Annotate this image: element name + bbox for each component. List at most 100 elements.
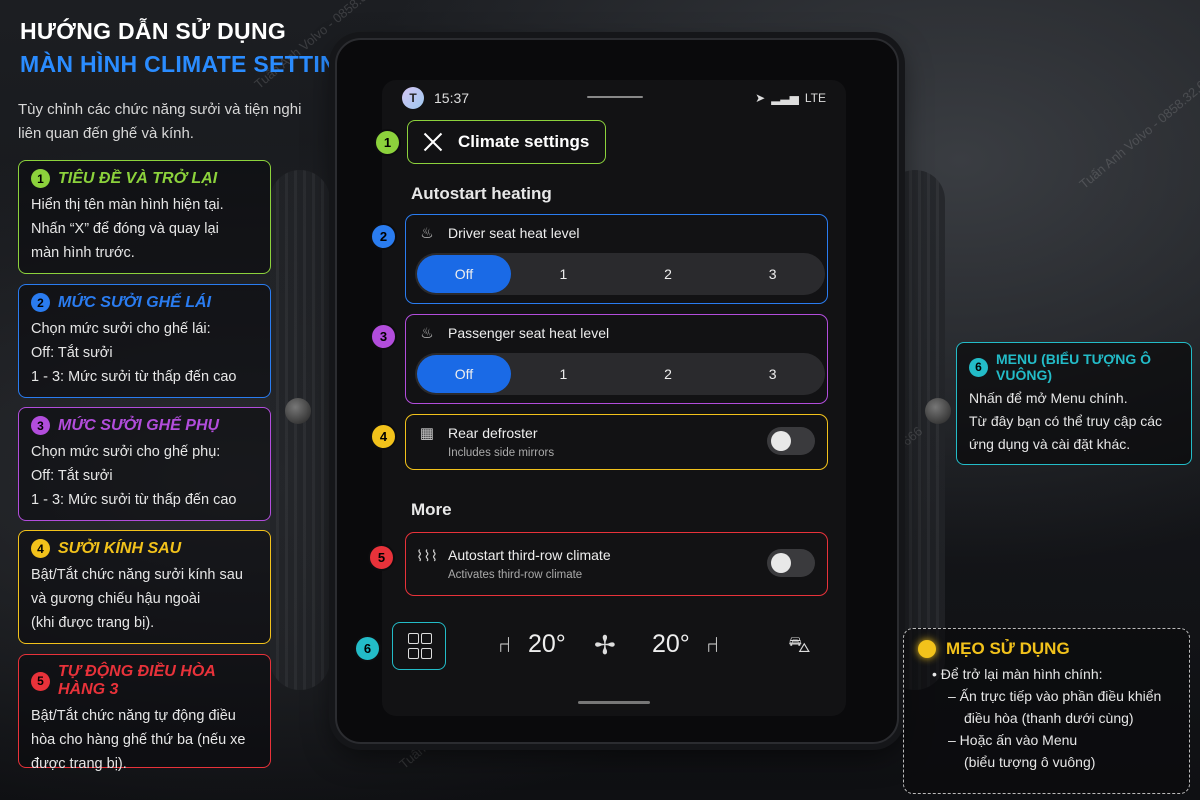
intro-line: liên quan đến ghế và kính.: [18, 125, 194, 142]
card-heading-text: SƯỞI KÍNH SAU: [58, 539, 182, 557]
card-line: (khi được trang bị).: [31, 615, 155, 631]
home-indicator[interactable]: [578, 701, 650, 704]
page-title: Climate settings: [458, 132, 590, 151]
option-3[interactable]: 3: [768, 366, 777, 382]
setting-sublabel: Includes side mirrors: [448, 447, 555, 459]
setting-sublabel: Activates third-row climate: [448, 569, 583, 581]
section-autostart-heating: Autostart heating: [411, 184, 552, 203]
right-vent-knob: [925, 398, 951, 424]
number-badge: 3: [31, 416, 50, 435]
card-heading-text: MỨC SƯỞI GHẾ PHỤ: [58, 416, 220, 434]
seat-heat-icon: ♨: [420, 225, 434, 242]
setting-label: Driver seat heat level: [448, 225, 580, 241]
card-line: 1 - 3: Mức sưởi từ thấp đến cao: [31, 492, 237, 508]
number-badge: 5: [31, 671, 50, 691]
status-icons: ➤ ▂▃▅ LTE: [755, 91, 826, 105]
card-line: hòa cho hàng ghế thứ ba (nếu xe: [31, 732, 246, 748]
option-off[interactable]: Off: [417, 255, 511, 293]
number-badge: 1: [31, 169, 50, 188]
passenger-seat-icon[interactable]: ⑁: [706, 632, 720, 657]
lightbulb-icon: [918, 640, 936, 658]
option-off[interactable]: Off: [417, 355, 511, 393]
callout-badge-2: 2: [370, 223, 397, 250]
card-line: Nhấn để mở Menu chính.: [969, 390, 1128, 406]
setting-label: Autostart third-row climate: [448, 547, 611, 563]
screen-header: Climate settings: [407, 120, 606, 164]
climate-bar: ⑁ 20° ✢ 20° ⑁ ⛍: [382, 622, 846, 672]
drag-handle[interactable]: [587, 96, 643, 98]
driver-temperature[interactable]: 20°: [528, 630, 566, 658]
section-more: More: [411, 500, 452, 519]
status-bar: T 15:37 ➤ ▂▃▅ LTE: [402, 87, 826, 109]
callout-badge-1: 1: [374, 129, 401, 156]
card-line: Hiển thị tên màn hình hiện tại.: [31, 197, 224, 213]
card-heading: 4 SƯỞI KÍNH SAU: [31, 539, 258, 558]
tip-line: – Ấn trực tiếp vào phần điều khiển: [948, 688, 1162, 704]
option-2[interactable]: 2: [664, 266, 672, 282]
card-title-back: 1 TIÊU ĐỀ VÀ TRỞ LẠI Hiển thị tên màn hìn…: [18, 160, 271, 274]
third-row-climate-icon: ⌇⌇⌇: [416, 548, 438, 565]
card-heading: 1 TIÊU ĐỀ VÀ TRỞ LẠI: [31, 169, 258, 188]
driver-seat-icon[interactable]: ⑁: [498, 632, 512, 657]
car-icon[interactable]: ⛍: [788, 632, 811, 657]
card-line: Chọn mức sưởi cho ghế lái:: [31, 321, 211, 337]
option-3[interactable]: 3: [768, 266, 777, 282]
option-1[interactable]: 1: [559, 266, 568, 282]
card-heading-text: TIÊU ĐỀ VÀ TRỞ LẠI: [58, 169, 218, 187]
seat-heat-icon: ♨: [420, 325, 434, 342]
card-line: Nhấn “X” để đóng và quay lại: [31, 221, 219, 237]
close-icon[interactable]: [422, 131, 444, 153]
card-line: màn hình trước.: [31, 245, 135, 261]
driver-seat-heat-setting: ♨ Driver seat heat level Off 1 2 3: [405, 214, 828, 304]
callout-badge-6: 6: [354, 635, 381, 662]
avatar[interactable]: T: [402, 87, 424, 109]
fan-icon[interactable]: ✢: [594, 630, 616, 660]
callout-badge-4: 4: [370, 423, 397, 450]
tip-title: MẸO SỬ DỤNG: [946, 639, 1070, 658]
callout-badge-5: 5: [368, 544, 395, 571]
callout-badge-3: 3: [370, 323, 397, 350]
card-rear-defroster: 4 SƯỞI KÍNH SAU Bật/Tắt chức năng sưởi kí…: [18, 530, 271, 644]
card-heading-text: MENU (BIỂU TƯỢNG Ô VUÔNG): [996, 351, 1151, 383]
menu-button[interactable]: [392, 622, 446, 670]
card-line: Bật/Tắt chức năng sưởi kính sau: [31, 567, 243, 583]
rear-defroster-toggle[interactable]: [767, 427, 815, 455]
signal-icon: ▂▃▅: [771, 91, 799, 105]
rear-defroster-setting[interactable]: ▦ Rear defroster Includes side mirrors: [405, 414, 828, 470]
guide-heading: HƯỚNG DẪN SỬ DỤNG MÀN HÌNH CLIMATE SETTI…: [20, 18, 371, 78]
intro-line: Tùy chỉnh các chức năng sưởi và tiện ngh…: [18, 101, 302, 118]
network-label: LTE: [804, 91, 826, 105]
card-line: Off: Tắt sưởi: [31, 345, 113, 361]
number-badge: 4: [31, 539, 50, 558]
clock: 15:37: [434, 90, 470, 106]
climate-screen: T 15:37 ➤ ▂▃▅ LTE Climate settings Autos…: [382, 80, 846, 716]
card-line: và gương chiếu hậu ngoài: [31, 591, 201, 607]
option-1[interactable]: 1: [559, 366, 568, 382]
card-heading: 3 MỨC SƯỞI GHẾ PHỤ: [31, 416, 258, 435]
passenger-temperature[interactable]: 20°: [652, 630, 690, 658]
card-line: ứng dụng và cài đặt khác.: [969, 436, 1131, 452]
tip-line: – Hoặc ấn vào Menu: [948, 732, 1078, 748]
card-line: Từ đây bạn có thể truy cập các: [969, 413, 1163, 429]
setting-label: Passenger seat heat level: [448, 325, 610, 341]
card-line: 1 - 3: Mức sưởi từ thấp đến cao: [31, 369, 237, 385]
third-row-climate-setting[interactable]: ⌇⌇⌇ Autostart third-row climate Activate…: [405, 532, 828, 596]
third-row-climate-toggle[interactable]: [767, 549, 815, 577]
tip-line: điều hòa (thanh dưới cùng): [964, 710, 1134, 726]
rear-defrost-icon: ▦: [419, 425, 435, 442]
option-2[interactable]: 2: [664, 366, 672, 382]
tip-line: • Để trở lại màn hình chính:: [932, 666, 1103, 682]
passenger-seat-heat-setting: ♨ Passenger seat heat level Off 1 2 3: [405, 314, 828, 404]
tip-heading: MẸO SỬ DỤNG: [918, 639, 1175, 659]
number-badge: 2: [31, 293, 50, 312]
left-vent-knob: [285, 398, 311, 424]
guide-subtitle: MÀN HÌNH CLIMATE SETTINGS: [20, 51, 371, 77]
navigation-arrow-icon: ➤: [755, 91, 766, 105]
